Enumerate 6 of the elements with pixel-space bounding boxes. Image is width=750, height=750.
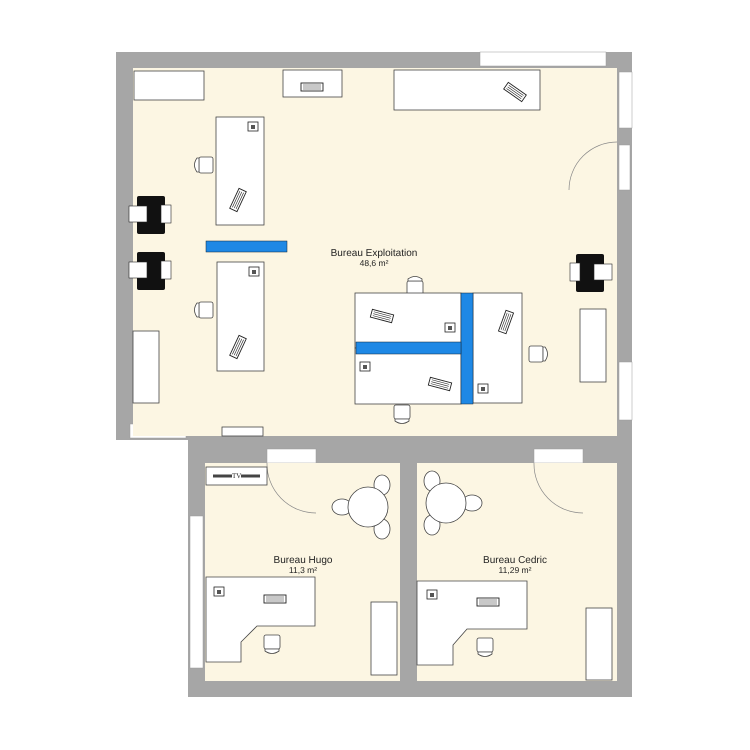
room-area: 11,3 m² bbox=[288, 566, 318, 575]
room-area: 48,6 m² bbox=[360, 259, 388, 268]
room-name: Bureau Hugo bbox=[274, 555, 332, 566]
room-name: Bureau Cedric bbox=[483, 555, 547, 566]
room-area: 11,29 m² bbox=[498, 566, 532, 575]
room-name: Bureau Exploitation bbox=[330, 248, 418, 259]
